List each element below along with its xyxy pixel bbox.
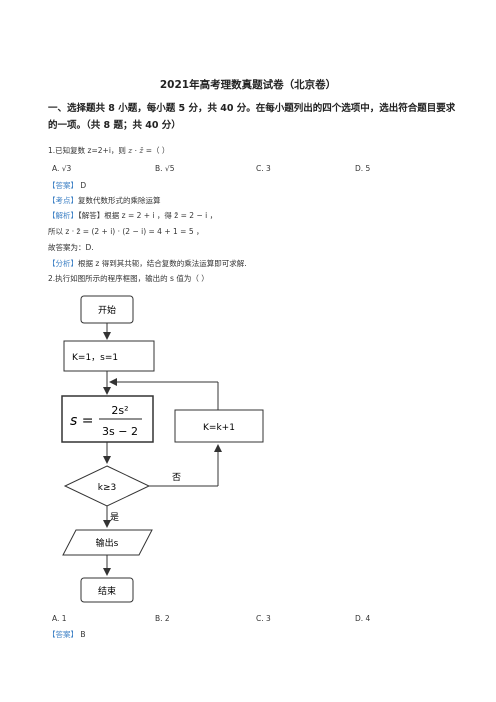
flow-output-box (62, 529, 153, 556)
q1-point-line: 【考点】复数代数形式的乘除运算 (48, 195, 161, 206)
flow-update-box (174, 409, 264, 443)
q2-option-c: C. 3 (256, 614, 271, 623)
q1-stem-text: 1.已知复数 z=2+i，则 (48, 146, 126, 155)
flow-end-label: 结束 (98, 585, 116, 597)
q2-option-a: A. 1 (52, 614, 67, 623)
q1-stem: 1.已知复数 z=2+i，则 z · z̄ =（ ） (48, 145, 169, 156)
q1-option-d: D. 5 (355, 164, 371, 173)
q2-answer: B (80, 630, 86, 639)
q1-option-c: C. 3 (256, 164, 271, 173)
page-title: 2021年高考理数真题试卷（北京卷） (159, 79, 337, 91)
flow-init-label: K=1，s=1 (72, 353, 118, 363)
q1-option-a: A. √3 (52, 164, 72, 173)
q1-option-b: B. √5 (155, 164, 175, 173)
flow-yes-label: 是 (110, 512, 119, 523)
flow-init-box (63, 340, 155, 372)
q1-answer-tag: 【答案】 (48, 181, 78, 190)
q1-fenxi: 根据 z 得到其共轭，结合复数的乘法运算即可求解. (78, 259, 247, 268)
flow-end-box (80, 577, 134, 603)
q1-analysis-tag: 【解析】 (48, 211, 78, 220)
flow-no-label: 否 (172, 472, 181, 483)
q2-answer-line: 【答案】 B (48, 629, 86, 640)
q1-stem-expr: z · z̄ (128, 146, 144, 155)
q1-solution-line3: 故答案为：D. (48, 243, 94, 252)
flow-start-label: 开始 (98, 304, 116, 316)
q2-option-b: B. 2 (155, 614, 170, 623)
q1-point: 复数代数形式的乘除运算 (78, 196, 161, 205)
flow-formula-lhs: s = (70, 413, 93, 429)
flow-output-label: 输出s (96, 537, 119, 549)
flow-formula-num: 2s² (111, 404, 128, 417)
flow-update-label: K=k+1 (203, 423, 235, 433)
q2-stem: 2.执行如图所示的程序框图，输出的 s 值为（ ） (48, 274, 209, 283)
q1-fenxi-line: 【分析】根据 z 得到其共轭，结合复数的乘法运算即可求解. (48, 258, 247, 269)
q1-fenxi-tag: 【分析】 (48, 259, 78, 268)
q2-answer-tag: 【答案】 (48, 630, 78, 639)
q1-answer-line: 【答案】 D (48, 180, 86, 191)
q1-solution-line2: 所以 z · z̄ = (2 + i) · (2 − i) = 4 + 1 = … (48, 227, 204, 236)
q1-answer: D (80, 181, 87, 190)
q2-option-d: D. 4 (355, 614, 371, 623)
section-heading: 一、选择题共 8 小题，每小题 5 分，共 40 分。在每小题列出的四个选项中，… (48, 103, 456, 131)
q1-analysis-line: 【解析】【解答】根据 z = 2 + i ，得 z̄ = 2 − i ， (48, 210, 217, 221)
flow-formula-den: 3s − 2 (102, 425, 138, 438)
q1-point-tag: 【考点】 (48, 196, 78, 205)
flow-decision-label: k≥3 (98, 483, 116, 493)
q1-stem-end: =（ ） (145, 146, 170, 155)
q1-analysis: 【解答】根据 z = 2 + i ，得 z̄ = 2 − i ， (78, 211, 218, 220)
